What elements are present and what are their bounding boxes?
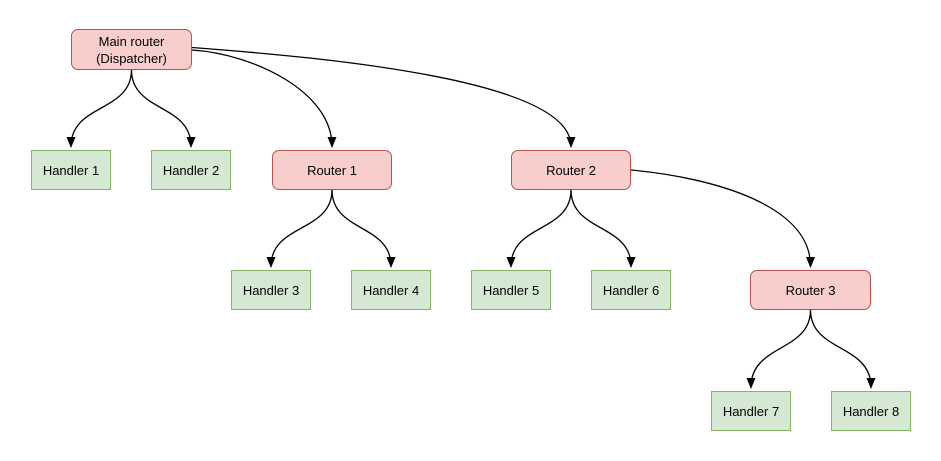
edge-router-2-to-handler-5 bbox=[506, 189, 572, 268]
node-handler-1: Handler 1 bbox=[31, 150, 111, 190]
handler-2-label: Handler 2 bbox=[162, 162, 220, 178]
edge-main-router-to-router-1 bbox=[191, 49, 337, 148]
edge-router-1-to-handler-3 bbox=[266, 189, 333, 268]
edge-main-router-to-router-2 bbox=[191, 46, 576, 148]
handler-5-label: Handler 5 bbox=[482, 282, 540, 298]
node-handler-5: Handler 5 bbox=[471, 270, 551, 310]
handler-4-label: Handler 4 bbox=[362, 282, 420, 298]
handler-1-label: Handler 1 bbox=[42, 162, 100, 178]
node-handler-3: Handler 3 bbox=[231, 270, 311, 310]
edge-main-router-to-handler-2 bbox=[130, 69, 196, 148]
router-2-label: Router 2 bbox=[546, 162, 596, 178]
edge-router-2-to-handler-6 bbox=[570, 189, 636, 268]
handler-3-label: Handler 3 bbox=[242, 282, 300, 298]
edge-router-1-to-handler-4 bbox=[331, 189, 396, 268]
main-router-label-line2: (Dispatcher) bbox=[96, 50, 167, 66]
node-handler-4: Handler 4 bbox=[351, 270, 431, 310]
node-handler-6: Handler 6 bbox=[591, 270, 671, 310]
node-handler-8: Handler 8 bbox=[831, 391, 911, 431]
node-router-2: Router 2 bbox=[511, 150, 631, 190]
handler-8-label: Handler 8 bbox=[842, 403, 900, 419]
node-router-1: Router 1 bbox=[272, 150, 392, 190]
edge-router-3-to-handler-7 bbox=[746, 309, 812, 389]
edge-router-2-to-router-3 bbox=[630, 169, 815, 268]
edge-router-3-to-handler-8 bbox=[809, 309, 876, 389]
main-router-label-line1: Main router bbox=[98, 33, 165, 49]
handler-6-label: Handler 6 bbox=[602, 282, 660, 298]
router-3-label: Router 3 bbox=[785, 282, 836, 298]
node-router-3: Router 3 bbox=[750, 270, 871, 310]
node-handler-7: Handler 7 bbox=[711, 391, 791, 431]
edge-main-router-to-handler-1 bbox=[66, 69, 133, 148]
handler-7-label: Handler 7 bbox=[722, 403, 780, 419]
node-main-router: Main router (Dispatcher) bbox=[71, 29, 192, 70]
router-1-label: Router 1 bbox=[307, 162, 357, 178]
node-handler-2: Handler 2 bbox=[151, 150, 231, 190]
